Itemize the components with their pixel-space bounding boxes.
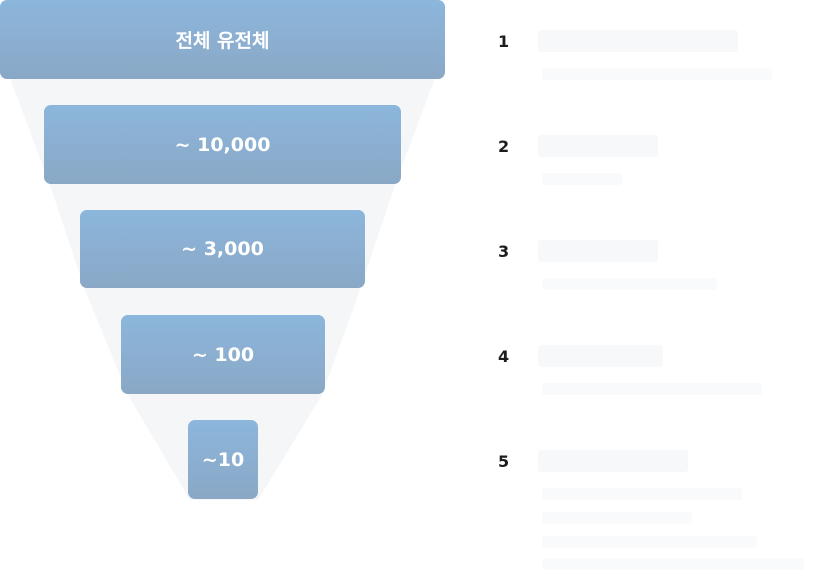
stage-item: 3: [498, 240, 808, 292]
stage-description-faint: [542, 536, 757, 548]
tier-label: ~ 100: [191, 343, 255, 366]
stage-number: 2: [498, 137, 510, 156]
stage-description-faint: [542, 488, 742, 500]
tier-label: ~ 3,000: [181, 238, 264, 260]
tier-10000: ~ 10,000: [44, 105, 401, 184]
tier-label: ~10: [201, 448, 245, 471]
stage-description-faint: [542, 512, 692, 524]
stage-number: 3: [498, 242, 510, 261]
tier-label: ~ 10,000: [174, 133, 271, 156]
stage-description-faint: [542, 173, 622, 185]
stage-item: 1: [498, 30, 808, 82]
tier-label: 전체 유전체: [175, 30, 270, 52]
tier-10: ~10: [188, 420, 258, 499]
tier-3000: ~ 3,000: [80, 210, 365, 288]
stage-number: 5: [498, 452, 510, 471]
stage-item: 2: [498, 135, 808, 187]
stage-item: 5: [498, 450, 808, 572]
stage-description-faint: [542, 383, 762, 395]
stage-item: 4: [498, 345, 808, 397]
stage-title-faint: [538, 345, 663, 367]
tier-100: ~ 100: [121, 315, 325, 394]
stage-description-faint: [542, 68, 772, 80]
stage-number: 4: [498, 347, 510, 366]
stage-title-faint: [538, 240, 658, 262]
stage-title-faint: [538, 30, 738, 52]
tier-whole-genome: 전체 유전체: [0, 0, 445, 79]
stage-description-faint: [542, 558, 804, 570]
stage-description-faint: [542, 278, 717, 290]
stage-number: 1: [498, 32, 510, 51]
stage-title-faint: [538, 450, 688, 472]
stage-title-faint: [538, 135, 658, 157]
